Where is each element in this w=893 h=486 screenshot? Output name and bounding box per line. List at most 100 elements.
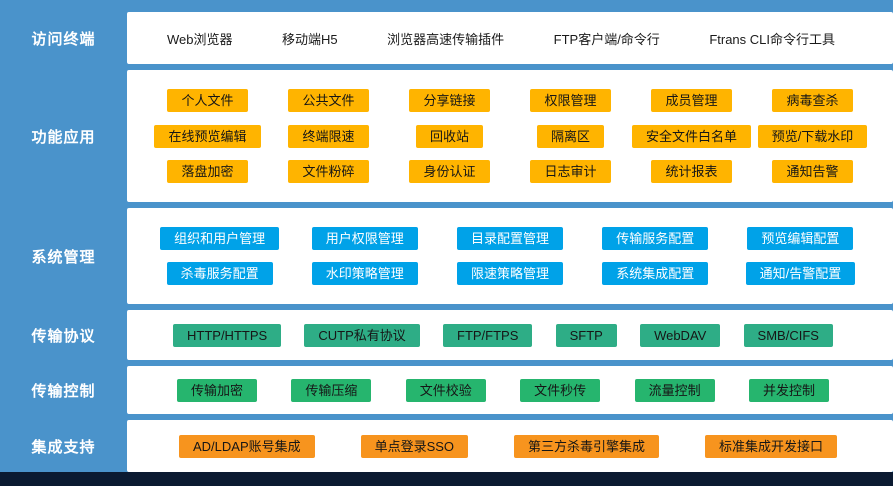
protocol-chip: SFTP bbox=[555, 323, 617, 347]
control-chip: 传输压缩 bbox=[291, 378, 372, 402]
grid-cell: 安全文件白名单 bbox=[631, 124, 752, 148]
grid-cell: 身份认证 bbox=[389, 160, 510, 184]
control-chip: 流量控制 bbox=[634, 378, 715, 402]
row-system: 系统管理 组织和用户管理 用户权限管理 目录配置管理 传输服务配置 预览编辑配置… bbox=[0, 208, 893, 304]
row-control: 传输控制 传输加密 传输压缩 文件校验 文件秒传 流量控制 并发控制 bbox=[0, 366, 893, 414]
system-chip: 目录配置管理 bbox=[456, 226, 563, 250]
grid-cell: 隔离区 bbox=[510, 124, 631, 148]
features-line-1: 个人文件 公共文件 分享链接 权限管理 成员管理 病毒查杀 bbox=[147, 88, 873, 112]
protocol-chip: WebDAV bbox=[640, 323, 721, 347]
feature-chip: 隔离区 bbox=[536, 124, 604, 148]
grid-cell: 目录配置管理 bbox=[437, 226, 582, 250]
grid-cell: 终端限速 bbox=[268, 124, 389, 148]
feature-chip: 权限管理 bbox=[530, 88, 611, 112]
protocol-chip: HTTP/HTTPS bbox=[173, 323, 282, 347]
feature-chip: 在线预览编辑 bbox=[154, 124, 261, 148]
system-chip: 预览编辑配置 bbox=[747, 226, 854, 250]
feature-chip: 终端限速 bbox=[288, 124, 369, 148]
grid-cell: 组织和用户管理 bbox=[147, 226, 292, 250]
control-chip: 文件秒传 bbox=[520, 378, 601, 402]
panel-integration: AD/LDAP账号集成 单点登录SSO 第三方杀毒引擎集成 标准集成开发接口 bbox=[127, 420, 893, 472]
grid-cell: 预览/下载水印 bbox=[752, 124, 873, 148]
grid-cell: 落盘加密 bbox=[147, 160, 268, 184]
protocol-chip: SMB/CIFS bbox=[743, 323, 833, 347]
feature-chip: 落盘加密 bbox=[167, 160, 248, 184]
control-chip: 并发控制 bbox=[748, 378, 829, 402]
footer-bar bbox=[0, 472, 893, 486]
row-features: 功能应用 个人文件 公共文件 分享链接 权限管理 成员管理 病毒查杀 在线预览编… bbox=[0, 70, 893, 202]
grid-cell: 水印策略管理 bbox=[292, 262, 437, 286]
grid-cell: 通知/告警配置 bbox=[728, 262, 873, 286]
control-chip: 文件校验 bbox=[405, 378, 486, 402]
panel-access: Web浏览器 移动端H5 浏览器高速传输插件 FTP客户端/命令行 Ftrans… bbox=[127, 12, 893, 64]
row-label-control: 传输控制 bbox=[31, 382, 96, 400]
integration-chip: 单点登录SSO bbox=[360, 434, 469, 458]
features-line-2: 在线预览编辑 终端限速 回收站 隔离区 安全文件白名单 预览/下载水印 bbox=[147, 124, 873, 148]
panel-protocol: HTTP/HTTPS CUTP私有协议 FTP/FTPS SFTP WebDAV… bbox=[127, 310, 893, 360]
system-chip: 组织和用户管理 bbox=[160, 226, 280, 250]
row-label-integration: 集成支持 bbox=[31, 438, 96, 456]
feature-chip: 文件粉碎 bbox=[288, 160, 369, 184]
feature-chip: 统计报表 bbox=[651, 160, 732, 184]
integration-chip: 标准集成开发接口 bbox=[704, 434, 837, 458]
grid-cell: 文件粉碎 bbox=[268, 160, 389, 184]
feature-chip: 回收站 bbox=[415, 124, 483, 148]
grid-cell: 杀毒服务配置 bbox=[147, 262, 292, 286]
system-chip: 传输服务配置 bbox=[602, 226, 709, 250]
access-item: FTP客户端/命令行 bbox=[553, 31, 660, 47]
feature-chip: 日志审计 bbox=[530, 160, 611, 184]
row-access: 访问终端 Web浏览器 移动端H5 浏览器高速传输插件 FTP客户端/命令行 F… bbox=[0, 12, 893, 64]
protocol-chip: FTP/FTPS bbox=[443, 323, 533, 347]
grid-cell: 病毒查杀 bbox=[752, 88, 873, 112]
grid-cell: 日志审计 bbox=[510, 160, 631, 184]
feature-chip: 分享链接 bbox=[409, 88, 490, 112]
feature-chip: 个人文件 bbox=[167, 88, 248, 112]
feature-chip: 预览/下载水印 bbox=[757, 124, 868, 148]
integration-chip: AD/LDAP账号集成 bbox=[179, 434, 315, 458]
access-item: Web浏览器 bbox=[167, 31, 233, 47]
feature-chip: 公共文件 bbox=[288, 88, 369, 112]
system-line-1: 组织和用户管理 用户权限管理 目录配置管理 传输服务配置 预览编辑配置 bbox=[147, 226, 873, 250]
row-label-features: 功能应用 bbox=[31, 128, 96, 146]
row-label-system: 系统管理 bbox=[31, 248, 96, 266]
grid-cell: 预览编辑配置 bbox=[728, 226, 873, 250]
grid-cell: 通知告警 bbox=[752, 160, 873, 184]
grid-cell: 个人文件 bbox=[147, 88, 268, 112]
access-item: 移动端H5 bbox=[282, 31, 338, 47]
grid-cell: 用户权限管理 bbox=[292, 226, 437, 250]
grid-cell: 公共文件 bbox=[268, 88, 389, 112]
grid-cell: 系统集成配置 bbox=[583, 262, 728, 286]
panel-features: 个人文件 公共文件 分享链接 权限管理 成员管理 病毒查杀 在线预览编辑 终端限… bbox=[127, 70, 893, 202]
panel-control: 传输加密 传输压缩 文件校验 文件秒传 流量控制 并发控制 bbox=[127, 366, 893, 414]
row-protocol: 传输协议 HTTP/HTTPS CUTP私有协议 FTP/FTPS SFTP W… bbox=[0, 310, 893, 360]
row-label-protocol: 传输协议 bbox=[31, 327, 96, 345]
grid-cell: 在线预览编辑 bbox=[147, 124, 268, 148]
integration-chip: 第三方杀毒引擎集成 bbox=[514, 434, 660, 458]
feature-chip: 身份认证 bbox=[409, 160, 490, 184]
row-label-access: 访问终端 bbox=[31, 30, 96, 48]
grid-cell: 权限管理 bbox=[510, 88, 631, 112]
feature-chip: 病毒查杀 bbox=[772, 88, 853, 112]
system-chip: 通知/告警配置 bbox=[745, 262, 856, 286]
protocol-chip: CUTP私有协议 bbox=[304, 323, 420, 347]
grid-cell: 分享链接 bbox=[389, 88, 510, 112]
features-line-3: 落盘加密 文件粉碎 身份认证 日志审计 统计报表 通知告警 bbox=[147, 160, 873, 184]
grid-cell: 统计报表 bbox=[631, 160, 752, 184]
grid-cell: 传输服务配置 bbox=[583, 226, 728, 250]
grid-cell: 成员管理 bbox=[631, 88, 752, 112]
system-line-2: 杀毒服务配置 水印策略管理 限速策略管理 系统集成配置 通知/告警配置 bbox=[147, 262, 873, 286]
diagram-rows: 访问终端 Web浏览器 移动端H5 浏览器高速传输插件 FTP客户端/命令行 F… bbox=[0, 12, 893, 472]
system-chip: 用户权限管理 bbox=[311, 226, 418, 250]
access-item: 浏览器高速传输插件 bbox=[387, 31, 505, 47]
grid-cell: 限速策略管理 bbox=[437, 262, 582, 286]
panel-system: 组织和用户管理 用户权限管理 目录配置管理 传输服务配置 预览编辑配置 杀毒服务… bbox=[127, 208, 893, 304]
grid-cell: 回收站 bbox=[389, 124, 510, 148]
system-chip: 水印策略管理 bbox=[311, 262, 418, 286]
feature-chip: 通知告警 bbox=[772, 160, 853, 184]
row-integration: 集成支持 AD/LDAP账号集成 单点登录SSO 第三方杀毒引擎集成 标准集成开… bbox=[0, 420, 893, 472]
system-chip: 杀毒服务配置 bbox=[166, 262, 273, 286]
feature-chip: 安全文件白名单 bbox=[631, 124, 751, 148]
system-chip: 系统集成配置 bbox=[602, 262, 709, 286]
access-item: Ftrans CLI命令行工具 bbox=[709, 31, 835, 47]
